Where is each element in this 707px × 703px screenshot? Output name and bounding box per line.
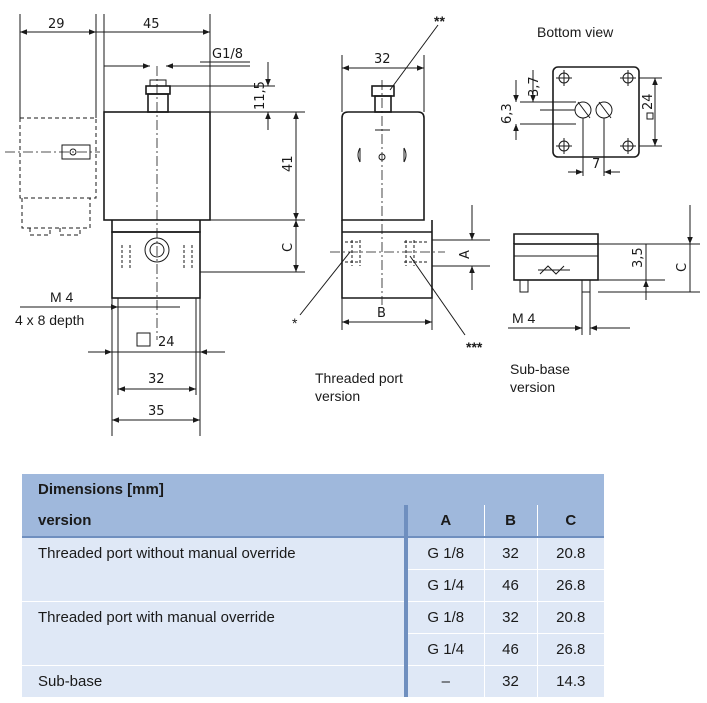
dim-g18: G1/8	[212, 47, 243, 62]
dim-c-front: C	[281, 243, 296, 252]
threaded-caption-2: version	[315, 388, 360, 404]
dim-11-5: 11,5	[253, 81, 268, 110]
m4-label: M 4	[50, 289, 74, 305]
dim-7: 7	[592, 157, 600, 172]
subbase-caption-1: Sub-base	[510, 361, 570, 377]
front-view: 29 45 G1/8 11,5 41 C M 4 4 x 8 depth	[5, 14, 305, 436]
valve-body-side	[341, 220, 433, 299]
group-name: Threaded port with manual override	[22, 601, 406, 666]
m4-subbase: M 4	[512, 310, 536, 326]
dim-c-subbase: C	[675, 263, 690, 272]
marker-star-1: *	[292, 315, 298, 331]
connector-outline	[19, 117, 97, 199]
bottom-plate	[552, 66, 640, 158]
group-name: Sub-base	[22, 665, 406, 697]
subbase-view: 3,5 C M 4 Sub-base version	[508, 205, 700, 395]
dim-32-side: 32	[374, 52, 391, 67]
dim-24-front: 24	[158, 335, 175, 350]
subbase-caption-2: version	[510, 379, 555, 395]
top-fitting	[145, 85, 171, 95]
subbase-body	[513, 243, 599, 281]
table-row: Sub-base – 32 14.3	[22, 665, 605, 697]
dim-6-3: 6,3	[500, 103, 515, 124]
table-row: G 1/4 46 26.8	[22, 569, 605, 602]
table-row: Threaded port without manual override G …	[22, 536, 605, 602]
bottom-view: Bottom view 3,7 6,3 24 7	[500, 24, 662, 176]
dim-b: B	[377, 306, 386, 321]
header-version: version	[22, 505, 406, 537]
dim-a: A	[458, 250, 473, 259]
header-a: A	[404, 505, 484, 537]
dim-35: 35	[148, 404, 165, 419]
header-c: C	[536, 505, 605, 537]
dim-29: 29	[48, 17, 65, 32]
group-name: Threaded port without manual override	[22, 536, 406, 602]
connector-lower	[21, 198, 91, 229]
square-symbol	[136, 332, 151, 347]
dim-3-5: 3,5	[631, 247, 646, 268]
table-row: G 1/4 46 26.8	[22, 633, 605, 666]
dim-45: 45	[143, 17, 160, 32]
table-title-row: Dimensions [mm]	[22, 474, 605, 505]
bottom-view-title: Bottom view	[537, 24, 614, 40]
marker-star-2: **	[434, 13, 445, 29]
dim-24-bottom: 24	[641, 93, 656, 110]
coil-side	[341, 111, 425, 221]
dim-3-7: 3,7	[527, 76, 542, 97]
depth-label: 4 x 8 depth	[15, 312, 84, 328]
marker-star-3: ***	[466, 339, 483, 355]
header-b: B	[483, 505, 537, 537]
valve-body	[111, 231, 201, 299]
dim-41: 41	[281, 155, 296, 172]
dim-32-front: 32	[148, 372, 165, 387]
dimensions-table: Dimensions [mm] version A B C Threaded p…	[22, 474, 605, 697]
table-header-row: version A B C	[22, 505, 605, 537]
table-title: Dimensions [mm]	[22, 474, 605, 505]
technical-drawing: 29 45 G1/8 11,5 41 C M 4 4 x 8 depth	[5, 13, 700, 436]
threaded-caption-1: Threaded port	[315, 370, 403, 386]
threaded-port-view: 32 A B * ** *** Threaded port version	[292, 13, 490, 404]
table-row: Threaded port with manual override G 1/8…	[22, 601, 605, 666]
